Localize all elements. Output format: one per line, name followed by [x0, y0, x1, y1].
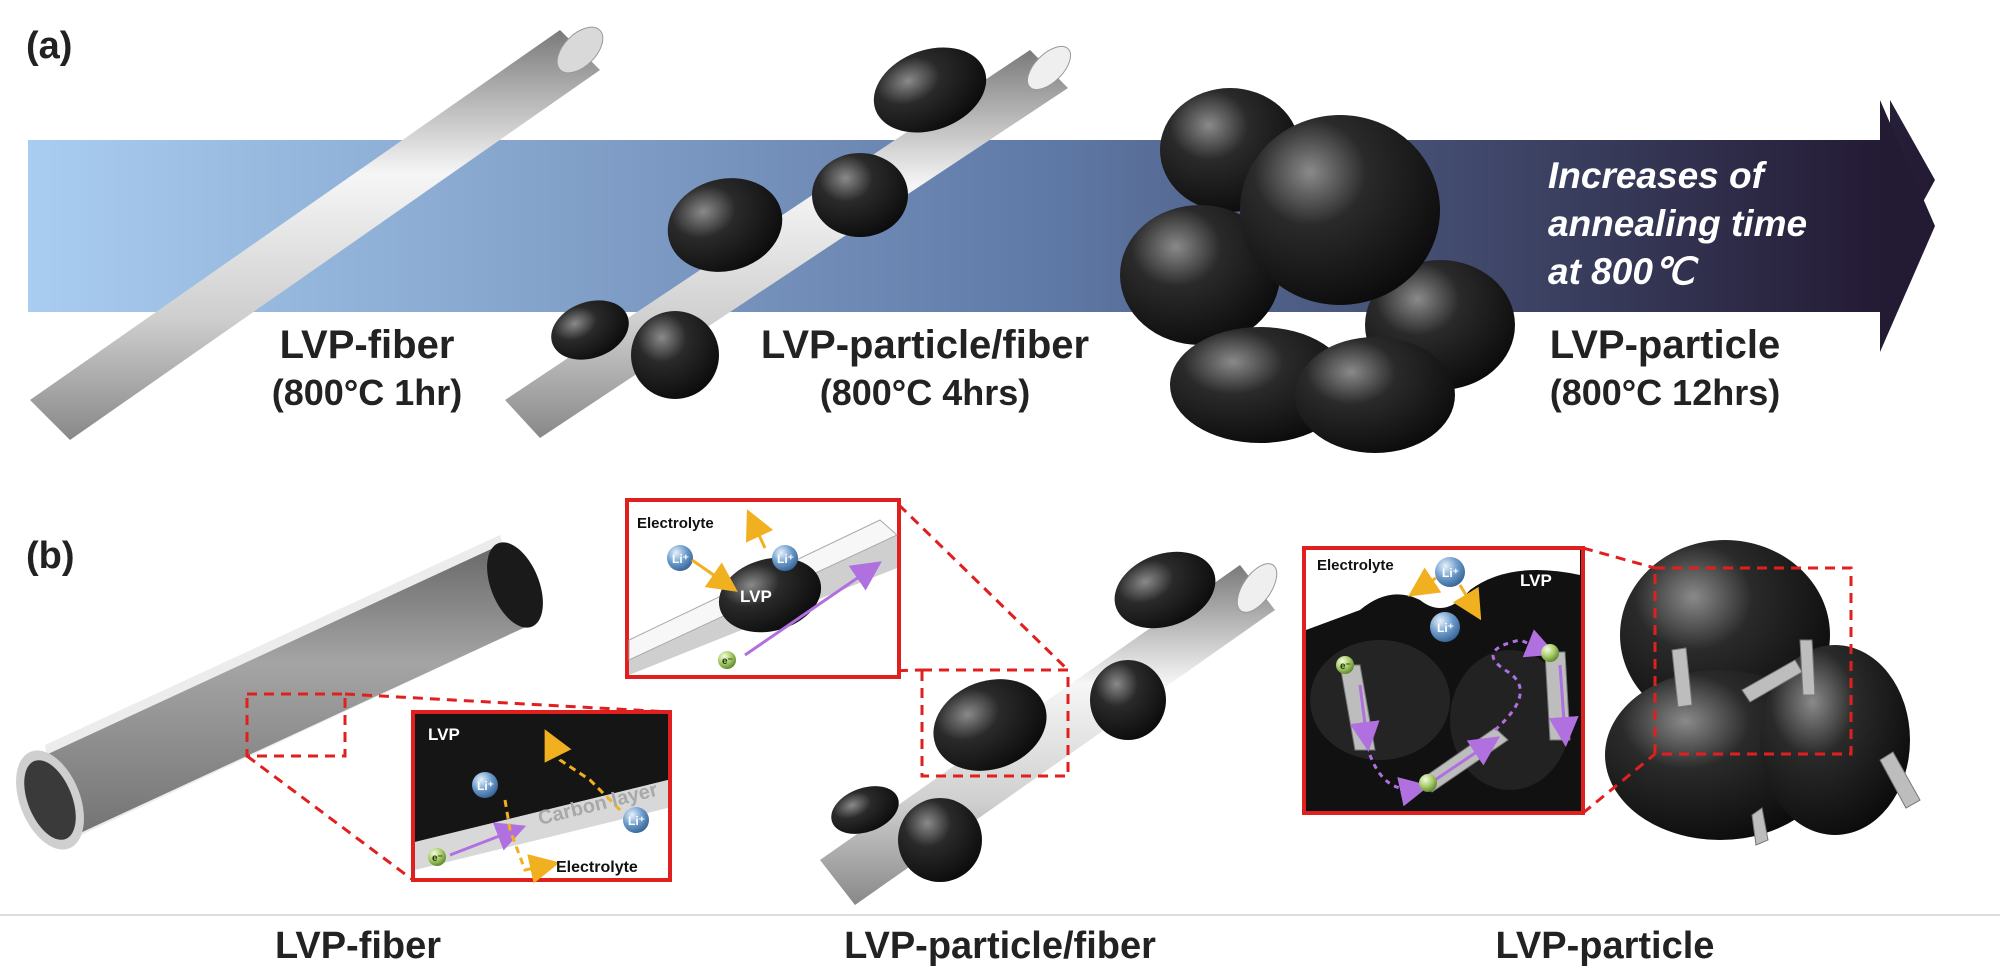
inset-fiber-li-2: Li⁺ [628, 814, 645, 828]
particle-cluster-b [1605, 540, 1921, 846]
arrow-head [1880, 100, 1935, 352]
inset-fiber-li: Li⁺ [477, 779, 494, 793]
bottom-label-fiber: LVP-fiber [275, 925, 441, 967]
arrow-text-line-1: Increases of [1548, 155, 1768, 196]
arrow-text-line-2: annealing time [1548, 203, 1807, 244]
particle-fiber-zoom-box [920, 668, 1070, 778]
inset-fiber-lvp: LVP [428, 725, 460, 744]
stage-1-name: LVP-fiber [280, 323, 455, 367]
inset-particle-electrolyte: Electrolyte [1317, 557, 1394, 574]
inset-particle-li: Li⁺ [1442, 566, 1459, 580]
particle-fiber-a [505, 45, 1072, 438]
bottom-label-particle: LVP-particle [1496, 925, 1715, 967]
inset-particle [1302, 546, 1585, 815]
panel-a-label: (a) [26, 25, 72, 67]
stage-1-condition: (800°C 1hr) [272, 372, 462, 413]
inset-particle-fiber [625, 498, 901, 679]
inset-particle-fiber-lvp: LVP [740, 587, 772, 606]
inset-fiber-electron: e⁻ [432, 853, 443, 864]
inset-particle-fiber-li: Li⁺ [672, 552, 689, 566]
arrow-text-line-3: at 800℃ [1548, 251, 1699, 292]
inset-particle-fiber-electron: e⁻ [722, 656, 733, 667]
inset-particle-fiber-electrolyte: Electrolyte [637, 515, 714, 532]
inset-particle-fiber-li-2: Li⁺ [777, 552, 794, 566]
fiber-rod-a [30, 26, 604, 440]
inset-fiber [411, 710, 672, 884]
fiber-zoom-box [245, 692, 347, 758]
inset-particle-li-2: Li⁺ [1437, 621, 1454, 635]
particle-fiber-b [820, 551, 1278, 905]
inset-particle-lvp: LVP [1520, 571, 1552, 590]
stage-2-condition: (800°C 4hrs) [820, 372, 1030, 413]
inset-fiber-electrolyte: Electrolyte [556, 859, 638, 876]
particle-cluster-a [1120, 88, 1515, 453]
stage-3-name: LVP-particle [1550, 323, 1780, 367]
particle-zoom-box [1653, 566, 1853, 756]
stage-2-name: LVP-particle/fiber [761, 323, 1089, 367]
panel-b-label: (b) [26, 535, 75, 577]
inset-particle-electron: e⁻ [1340, 661, 1351, 672]
bottom-label-particle-fiber: LVP-particle/fiber [844, 925, 1156, 967]
stage-3-condition: (800°C 12hrs) [1550, 372, 1781, 413]
